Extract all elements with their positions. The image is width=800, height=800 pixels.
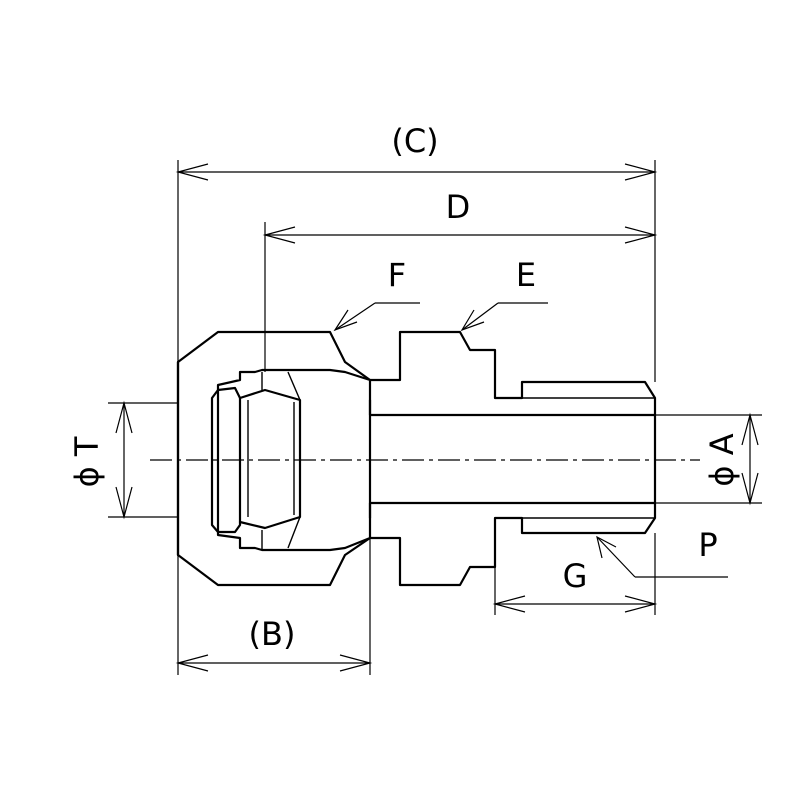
leader-e: E [460, 256, 548, 332]
dimension-c: (C) [175, 122, 658, 382]
label-g: G [563, 557, 588, 595]
label-b: (B) [249, 615, 296, 653]
dimension-t: ϕ T [68, 400, 178, 520]
label-e: E [516, 256, 536, 294]
dimension-g: G [492, 533, 658, 615]
leader-p: P [596, 526, 728, 578]
label-a: ϕ A [703, 433, 741, 486]
label-t: ϕ T [68, 436, 106, 487]
dimension-a: ϕ A [655, 412, 762, 506]
leader-f: F [333, 256, 420, 332]
label-p: P [698, 526, 717, 564]
dimension-d: D [262, 188, 658, 372]
dimension-b: (B) [175, 538, 373, 675]
label-c: (C) [391, 122, 438, 160]
label-d: D [446, 188, 471, 226]
label-f: F [388, 256, 406, 294]
fitting-body [176, 330, 657, 587]
